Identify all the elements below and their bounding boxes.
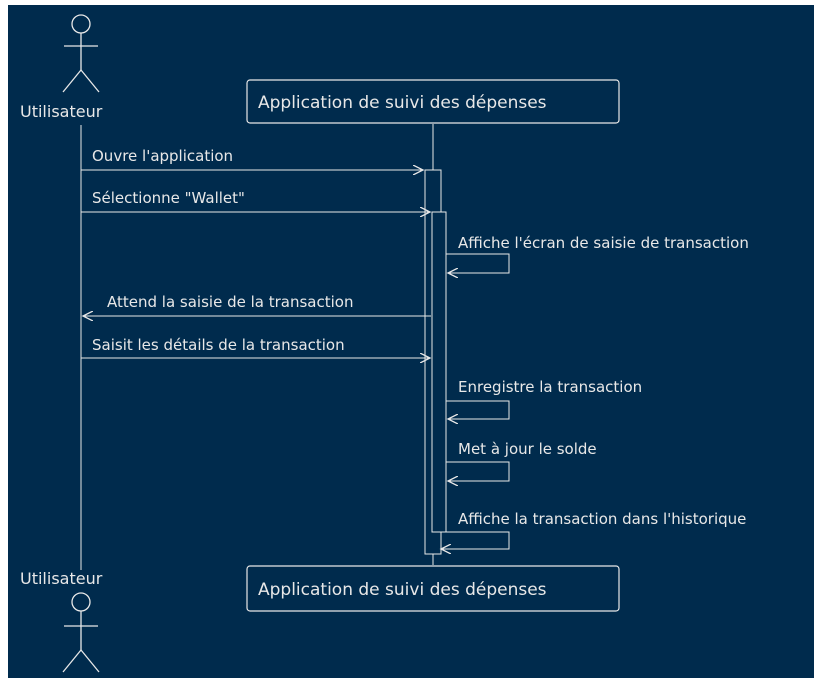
message-label-2: Sélectionne "Wallet"	[92, 189, 245, 207]
app-participant-bottom-label: Application de suivi des dépenses	[258, 580, 547, 600]
self-call-arrow-7	[446, 461, 510, 481]
self-call-arrow-3	[446, 253, 510, 273]
app-participant-top-box	[246, 79, 620, 124]
sequence-diagram: Utilisateur Application de suivi des dép…	[20, 14, 749, 673]
message-label-1: Ouvre l'application	[92, 147, 233, 165]
message-label-4: Attend la saisie de la transaction	[107, 293, 353, 311]
message-label-8: Affiche la transaction dans l'historique	[458, 510, 746, 528]
app-participant-top-label: Application de suivi des dépenses	[258, 93, 547, 113]
user-actor-top-label: Utilisateur	[20, 102, 103, 121]
user-actor-top-icon	[62, 14, 100, 93]
user-actor-bottom-icon	[62, 592, 100, 673]
self-call-arrow-8	[441, 531, 510, 549]
message-label-3: Affiche l'écran de saisie de transaction	[458, 234, 749, 252]
app-participant-bottom-box	[246, 565, 620, 612]
message-label-7: Met à jour le solde	[458, 440, 597, 458]
self-call-arrow-6	[446, 400, 510, 419]
diagram-canvas: Utilisateur Application de suivi des dép…	[8, 5, 814, 678]
user-actor-bottom-label: Utilisateur	[20, 569, 103, 588]
message-label-6: Enregistre la transaction	[458, 378, 642, 396]
activation-bar-inner	[431, 211, 447, 533]
message-label-5: Saisit les détails de la transaction	[92, 336, 345, 354]
